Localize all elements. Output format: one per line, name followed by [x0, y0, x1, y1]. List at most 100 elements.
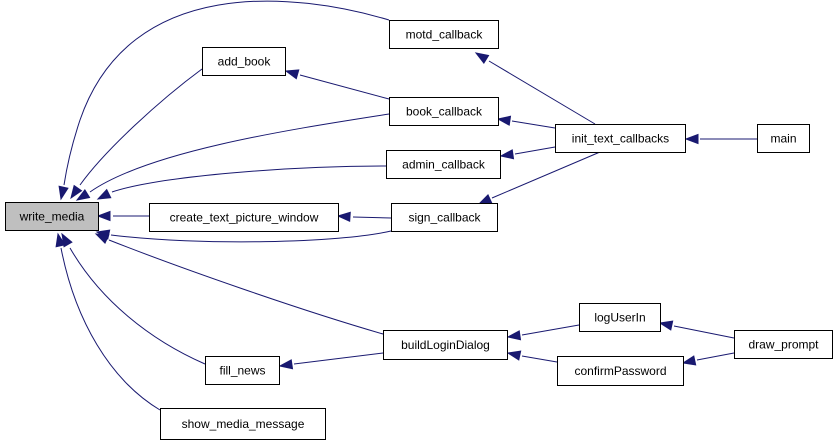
edge-admin_callback-to-write_media	[96, 165, 387, 200]
arrowhead-icon	[284, 69, 300, 80]
edge-line	[352, 216, 392, 219]
arrowhead-icon	[58, 185, 69, 201]
arrowhead-icon	[94, 233, 110, 244]
edge-init_text_callbacks-to-book_callback	[496, 115, 556, 129]
edge-buildLoginDialog-to-write_media	[94, 233, 384, 335]
edge-line	[696, 352, 735, 361]
node-label: buildLoginDialog	[401, 338, 490, 352]
node-label: show_media_message	[182, 417, 305, 431]
node-draw_prompt[interactable]: draw_prompt	[734, 330, 833, 359]
node-label: fill_news	[219, 364, 265, 378]
edge-init_text_callbacks-to-admin_callback	[499, 146, 556, 160]
node-write_media[interactable]: write_media	[5, 202, 99, 231]
edge-sign_callback-to-create_text_picture_window	[336, 211, 392, 223]
node-label: init_text_callbacks	[572, 132, 669, 146]
arrowhead-icon	[506, 330, 522, 341]
edge-line	[60, 247, 161, 411]
edge-fill_news-to-write_media	[61, 232, 206, 365]
edge-line	[69, 247, 206, 365]
node-box[interactable]	[202, 47, 286, 76]
node-label: sign_callback	[408, 211, 481, 225]
node-box[interactable]	[383, 330, 508, 360]
node-box[interactable]	[5, 202, 99, 231]
edge-add_book-to-write_media	[70, 68, 203, 200]
node-box[interactable]	[757, 124, 810, 153]
node-box[interactable]	[386, 150, 501, 179]
edge-draw_prompt-to-logUserIn	[658, 320, 735, 339]
edge-line	[299, 74, 390, 100]
arrowhead-icon	[55, 232, 66, 248]
node-label: write_media	[19, 210, 85, 224]
node-label: logUserIn	[594, 311, 645, 325]
node-label: create_text_picture_window	[170, 211, 319, 225]
arrowhead-icon	[278, 359, 294, 370]
edge-main-to-init_text_callbacks	[684, 133, 757, 145]
edge-confirmPassword-to-buildLoginDialog	[506, 350, 558, 363]
node-box[interactable]	[579, 303, 661, 332]
arrowhead-icon	[499, 149, 515, 160]
node-book_callback[interactable]: book_callback	[389, 97, 499, 126]
edge-draw_prompt-to-confirmPassword	[681, 352, 735, 366]
edge-line	[63, 0, 390, 186]
node-logUserIn[interactable]: logUserIn	[579, 303, 661, 332]
node-show_media_message[interactable]: show_media_message	[160, 408, 326, 440]
edge-line	[111, 165, 387, 193]
node-create_text_picture_window[interactable]: create_text_picture_window	[149, 203, 339, 232]
edges-layer	[55, 0, 757, 411]
node-box[interactable]	[149, 203, 339, 232]
edge-create_text_picture_window-to-write_media	[96, 210, 149, 222]
node-fill_news[interactable]: fill_news	[205, 356, 280, 385]
edge-line	[108, 239, 384, 335]
edge-line	[521, 355, 558, 363]
node-box[interactable]	[734, 330, 833, 359]
node-label: motd_callback	[406, 28, 484, 42]
node-box[interactable]	[205, 356, 280, 385]
nodes-layer: write_media motd_callback add_book book_cal…	[5, 20, 833, 440]
arrowhead-icon	[96, 188, 112, 200]
edge-buildLoginDialog-to-fill_news	[278, 352, 384, 370]
node-box[interactable]	[391, 203, 498, 232]
node-box[interactable]	[160, 408, 326, 440]
arrowhead-icon	[336, 211, 351, 223]
arrowhead-icon	[658, 320, 674, 331]
edge-motd_callback-to-write_media	[58, 0, 390, 201]
arrowhead-icon	[681, 355, 697, 366]
node-init_text_callbacks[interactable]: init_text_callbacks	[555, 124, 686, 153]
node-box[interactable]	[557, 356, 684, 386]
edge-book_callback-to-add_book	[284, 69, 390, 100]
node-box[interactable]	[389, 20, 499, 49]
node-label: book_callback	[406, 105, 483, 119]
edge-line	[491, 151, 601, 199]
node-add_book[interactable]: add_book	[202, 47, 286, 76]
edge-line	[110, 230, 392, 243]
node-label: add_book	[218, 55, 272, 69]
arrowhead-icon	[506, 350, 522, 361]
edge-line	[89, 113, 390, 193]
node-motd_callback[interactable]: motd_callback	[389, 20, 499, 49]
node-buildLoginDialog[interactable]: buildLoginDialog	[383, 330, 508, 360]
arrowhead-icon	[474, 52, 490, 64]
edge-line	[79, 68, 203, 186]
node-label: draw_prompt	[748, 338, 819, 352]
node-sign_callback[interactable]: sign_callback	[391, 203, 498, 232]
edge-line	[514, 146, 556, 155]
node-confirmPassword[interactable]: confirmPassword	[557, 356, 684, 386]
arrowhead-icon	[75, 189, 91, 201]
arrowhead-icon	[70, 184, 83, 200]
edge-init_text_callbacks-to-sign_callback	[477, 151, 601, 205]
arrowhead-icon	[477, 194, 493, 205]
node-box[interactable]	[555, 124, 686, 153]
edge-line	[293, 352, 384, 365]
edge-book_callback-to-write_media	[75, 113, 390, 201]
arrowhead-icon	[96, 210, 111, 222]
edge-logUserIn-to-buildLoginDialog	[506, 324, 580, 341]
edge-init_text_callbacks-to-motd_callback	[474, 52, 596, 125]
node-main[interactable]: main	[757, 124, 810, 153]
node-admin_callback[interactable]: admin_callback	[386, 150, 501, 179]
edge-line	[488, 60, 596, 125]
node-label: admin_callback	[402, 158, 486, 172]
node-box[interactable]	[389, 97, 499, 126]
arrowhead-icon	[496, 115, 512, 126]
edge-show_media_message-to-write_media	[55, 232, 161, 411]
